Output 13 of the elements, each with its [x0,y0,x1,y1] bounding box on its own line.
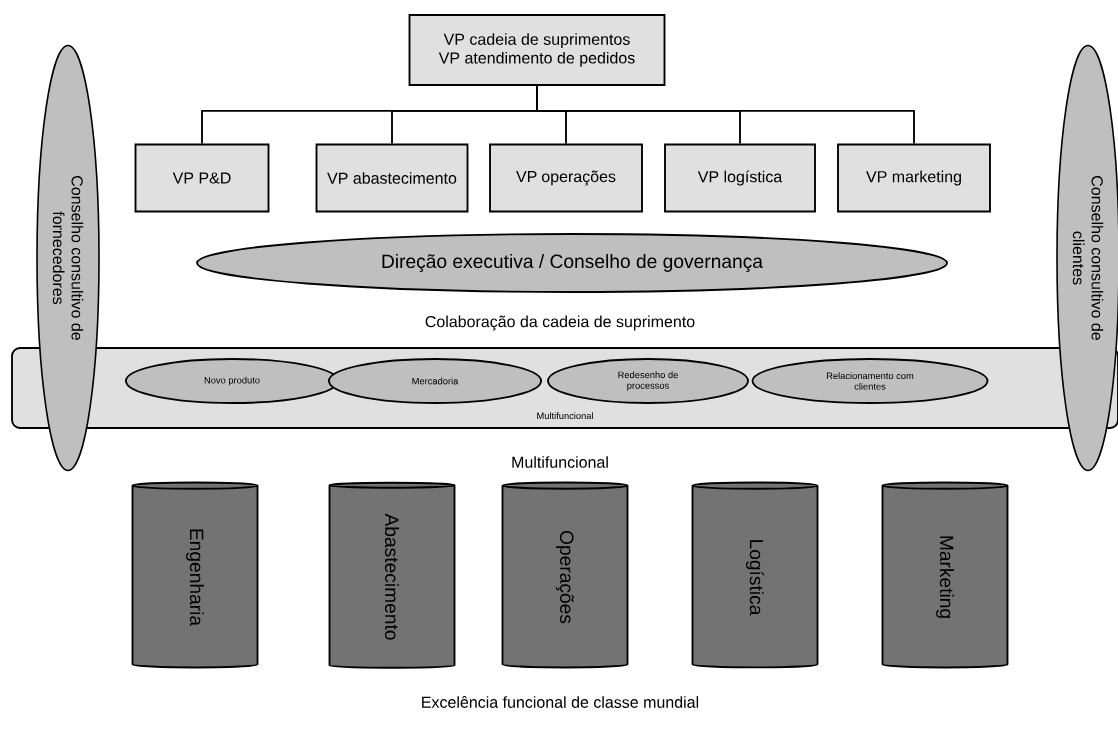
function-cylinder: Abastecimento [328,481,456,669]
caption-text: Excelência funcional de classe mundial [422,696,699,708]
org-box: VP abastecimento [315,143,469,213]
function-cylinder: Operações [501,481,629,669]
function-cylinder: Engenharia [131,481,259,669]
org-box: VP marketing [837,143,991,213]
caption-text: Colaboração da cadeia de suprimento [425,315,695,331]
org-box: VP operações [489,143,643,213]
function-cylinder: Logística [691,481,819,669]
org-box: VP cadeia de suprimentos VP atendimento de pedidos [408,14,666,86]
function-cylinder: Marketing [881,481,1009,669]
org-box: VP P&D [134,143,270,213]
org-box: VP logística [664,143,816,213]
